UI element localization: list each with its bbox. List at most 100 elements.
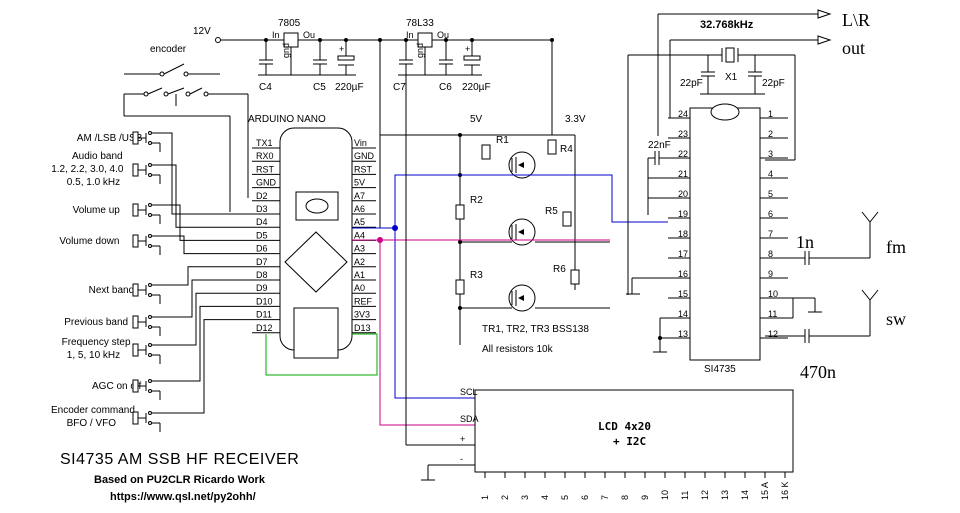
arduino-pin-gnd: GND [256,178,277,188]
button-label: Frequency step [62,337,131,348]
crystal-cap-a: 22pF [680,78,703,89]
resistor-r2 [455,204,465,220]
button-switch [132,315,139,329]
sw-cap-label: 470n [800,362,836,382]
cap-220uf-b-label: 220µF [462,82,491,93]
lcd-pin-bottom-6: 7 [600,495,610,500]
reg2-pin-gnd: gnd [415,43,425,58]
button-switch [132,163,139,177]
shifter-note-2: All resistors 10k [482,344,554,355]
cap-220uf-a-label: 220µF [335,82,364,93]
si4735-pin-19: 19 [678,209,688,219]
lcd-pin-bottom-12: 13 [720,490,730,500]
arduino-pin-ref: REF [354,296,373,306]
reg2-pin-in: In [406,30,414,40]
fm-label: fm [886,237,906,257]
lcd-module [474,389,794,473]
arduino-pin-a0: A0 [354,283,365,293]
page-url[interactable]: https://www.qsl.net/py2ohh/ [110,491,256,503]
lcd-pin-bottom-7: 8 [620,495,630,500]
page-subtitle: Based on PU2CLR Ricardo Work [94,474,266,486]
si4735-pin-9: 9 [768,269,773,279]
reg1-pin-gnd: gnd [281,43,291,58]
lcd-name: LCD 4x20 [598,420,651,433]
button-label-3: 0.5, 1.0 kHz [67,177,120,188]
button-5[interactable]: Previous band [64,279,252,336]
lcd-pin-bottom-15: 16 K [780,481,790,500]
crystal-x1 [725,47,735,63]
button-label: Audio band [72,151,123,162]
si4735-pin-18: 18 [678,229,688,239]
si4735-pin-17: 17 [678,249,688,259]
svg-text:+: + [339,44,344,54]
button-4[interactable]: Next band [89,266,252,304]
output-label-lr: L\R [842,10,870,30]
lcd-pin-bottom-13: 14 [740,490,750,500]
si4735-pin-16: 16 [678,269,688,279]
button-label: Volume down [59,236,119,247]
button-3[interactable]: Volume down [59,234,252,256]
reg1-pin-out: Ou [303,30,315,40]
lcd-pin-bottom-1: 2 [500,495,510,500]
button-0[interactable]: AM /LSB /USB [77,131,252,215]
si4735-pin-8: 8 [768,249,773,259]
fm-antenna [861,211,879,223]
lcd-pin-left-3: - [460,454,463,464]
si4735-label: SI4735 [704,364,736,375]
shifter-note-1: TR1, TR2, TR3 BSS138 [482,324,589,335]
arduino-label: ARDUINO NANO [248,114,326,125]
sw-label: sw [886,309,906,329]
resistor-label: R3 [470,270,483,281]
button-label-2: 1, 5, 10 kHz [67,350,120,361]
resistor-label: R4 [560,144,573,155]
lcd-pin-bottom-0: 1 [480,495,490,500]
arduino-pin-d11: D11 [256,310,272,320]
lcd-pin-bottom-2: 3 [520,495,530,500]
encoder-label: encoder [150,44,187,55]
button-6[interactable]: Frequency step 1, 5, 10 kHz [62,292,252,364]
arduino-pin-tx1: TX1 [256,138,273,148]
lcd-pin-left-0: SCL [460,387,478,397]
arduino-pin-gnd: GND [354,151,375,161]
arduino-pin-d10: D10 [256,296,273,306]
arduino-chip [284,231,348,293]
button-label-2: BFO / VFO [67,418,117,429]
arduino-pin-a7: A7 [354,191,365,201]
arduino-pin-d8: D8 [256,270,268,280]
resistor-label: R1 [496,135,509,146]
button-label: AGC on off [92,381,142,392]
si4735-pin-3: 3 [768,149,773,159]
arduino-pin-a6: A6 [354,204,365,214]
button-switch [132,234,139,248]
button-label: Next band [89,285,135,296]
arduino-pin-d6: D6 [256,244,268,254]
si4735-pin-6: 6 [768,209,773,219]
d12-d13-green-wire [265,333,378,376]
cap-c6-label: C6 [439,82,452,93]
scl-wire-b [394,228,475,399]
arduino-pin-a2: A2 [354,257,365,267]
resistor-r6 [570,269,580,285]
si4735-pin-12: 12 [768,329,778,339]
si4735-pin-7: 7 [768,229,773,239]
button-switch [132,343,139,357]
button-2[interactable]: Volume up [73,203,252,241]
button-7[interactable]: AGC on off [92,305,252,400]
scl-wire-a [352,174,668,229]
si4735-body [689,107,761,361]
output-label-out: out [842,38,865,58]
arduino-pin-3v3: 3V3 [354,310,370,320]
crystal-cap-b: 22pF [762,78,785,89]
page-title: SI4735 AM SSB HF RECEIVER [60,451,299,468]
button-label: AM /LSB /USB [77,133,143,144]
reg2-label: 78L33 [406,18,434,29]
lcd-pin-bottom-9: 10 [660,490,670,500]
sda-wire-b [379,240,475,426]
si4735-pin-14: 14 [678,309,688,319]
